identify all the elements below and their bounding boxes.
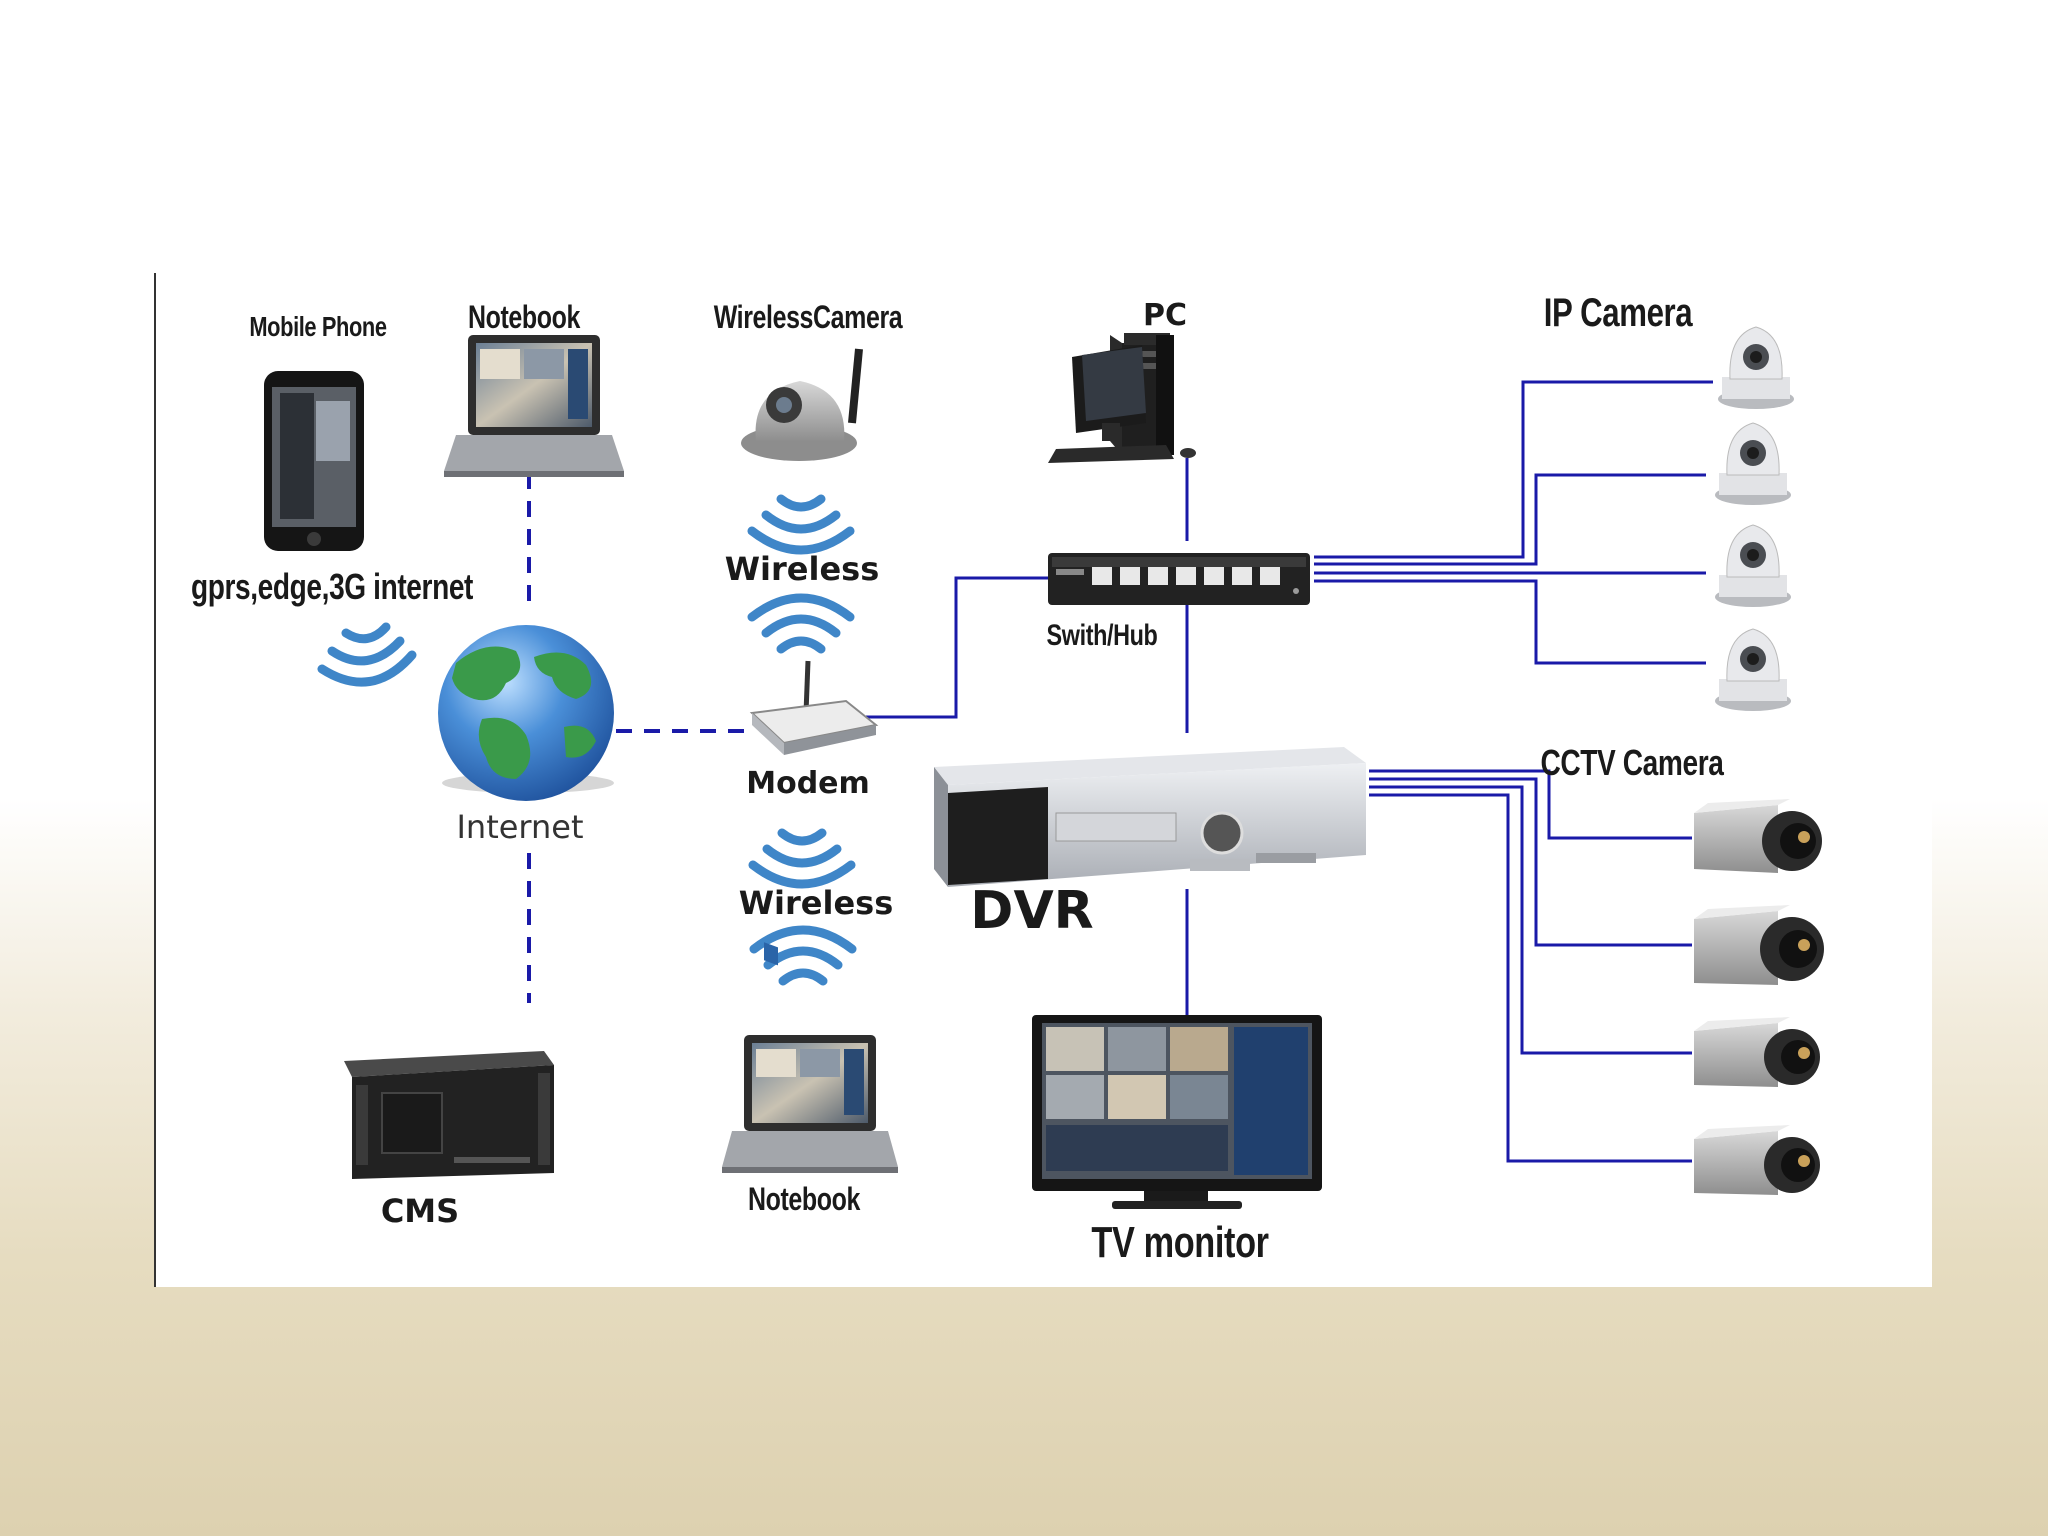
cctv-camera-4-icon xyxy=(1694,1125,1820,1195)
cctv-camera-1-icon xyxy=(1694,799,1822,873)
switch-hub-icon xyxy=(1048,553,1310,605)
link-switch-ipcam-2 xyxy=(1314,473,1706,566)
globe-icon xyxy=(438,625,614,801)
link-dvr-cctv-4 xyxy=(1369,793,1692,1163)
label-mobile-phone: Mobile Phone xyxy=(249,311,387,342)
label-tv-monitor: TV monitor xyxy=(1091,1218,1269,1267)
label-internet: Internet xyxy=(456,808,584,846)
label-cctv-camera: CCTV Camera xyxy=(1540,742,1724,783)
ip-camera-4-icon xyxy=(1715,628,1791,711)
link-switch-ipcam-4 xyxy=(1314,579,1706,665)
cctv-camera-3-icon xyxy=(1694,1017,1820,1087)
tv-monitor-icon xyxy=(1032,1015,1322,1209)
ip-camera-3-icon xyxy=(1715,524,1791,607)
notebook-bottom-icon xyxy=(722,1035,898,1173)
link-switch-ipcam-1 xyxy=(1314,380,1713,559)
label-ip-camera: IP Camera xyxy=(1543,291,1693,335)
wireless-waves-phone xyxy=(317,622,417,687)
label-pc: PC xyxy=(1142,298,1188,333)
wireless-waves-modem-top xyxy=(747,593,855,654)
label-notebook-top: Notebook xyxy=(468,299,580,335)
label-switch-hub: Swith/Hub xyxy=(1046,619,1158,652)
ip-camera-1-icon xyxy=(1718,326,1794,409)
label-gprs-internet: gprs,edge,3G internet xyxy=(190,566,474,607)
link-dvr-cctv-1 xyxy=(1369,769,1692,840)
dvr-icon xyxy=(934,747,1366,887)
mobile-phone-icon xyxy=(264,371,364,551)
label-wireless-bottom: Wireless xyxy=(738,884,894,922)
pc-icon xyxy=(1048,333,1196,463)
wired-links xyxy=(866,380,1713,1163)
network-diagram: Mobile Phone Notebook WirelessCamera PC … xyxy=(154,273,1932,1287)
link-dvr-cctv-3 xyxy=(1369,785,1692,1055)
label-wireless-top: Wireless xyxy=(724,550,880,588)
cms-server-icon xyxy=(344,1051,554,1179)
ip-camera-2-icon xyxy=(1715,422,1791,505)
notebook-top-icon xyxy=(444,335,624,477)
wireless-waves-modem-bottom xyxy=(748,828,856,889)
modem-icon xyxy=(749,660,879,966)
label-dvr: DVR xyxy=(970,881,1094,941)
label-notebook-bottom: Notebook xyxy=(748,1181,860,1217)
dashed-links xyxy=(527,473,756,1003)
label-modem: Modem xyxy=(746,766,870,801)
wireless-waves-camera xyxy=(747,494,855,555)
cctv-camera-2-icon xyxy=(1694,905,1824,985)
label-cms: CMS xyxy=(380,1192,460,1230)
link-dvr-cctv-2 xyxy=(1369,777,1692,947)
wireless-camera-icon xyxy=(741,348,863,461)
link-modem-switch xyxy=(866,576,1048,719)
label-wireless-camera: WirelessCamera xyxy=(713,299,903,335)
